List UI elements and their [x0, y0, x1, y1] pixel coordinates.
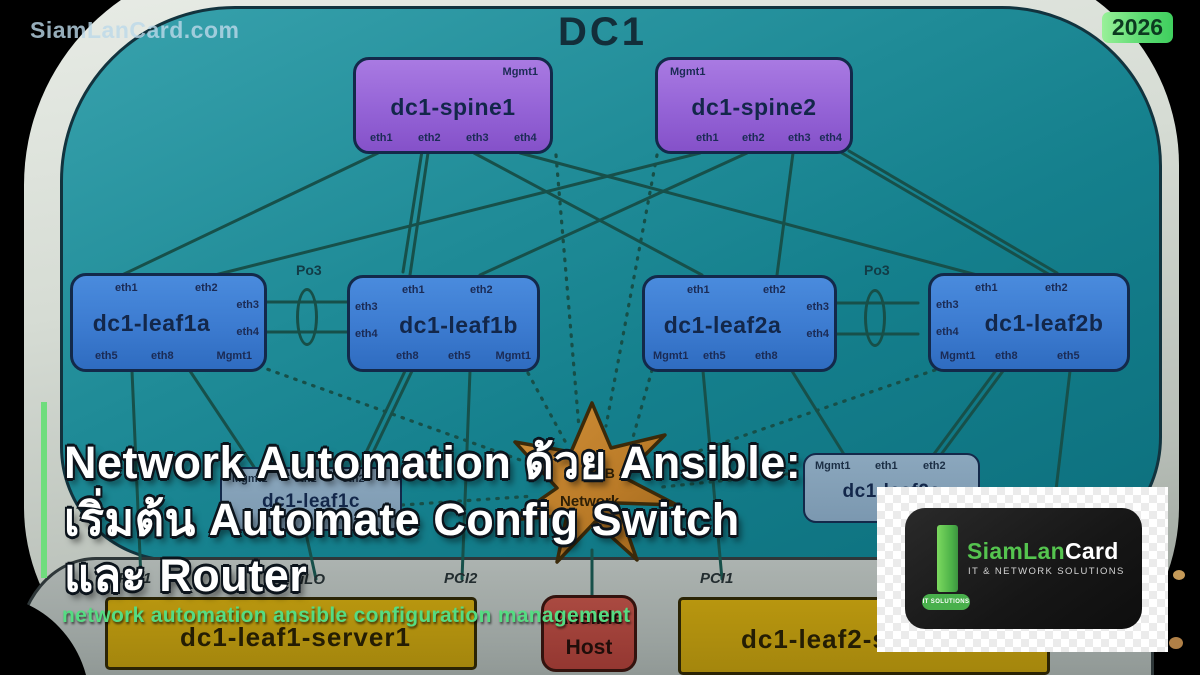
port-channel-label: Po3 — [864, 262, 890, 278]
node-ansible-host: Ansible Host — [541, 595, 637, 672]
logo-brand-white: Card — [1064, 538, 1119, 564]
port-label: eth2 — [195, 282, 218, 294]
node-dc1-leaf1a: eth1 eth2 eth3 eth4 dc1-leaf1a eth5 eth8… — [70, 273, 267, 372]
port-label: eth4 — [355, 328, 378, 340]
port-label: eth5 — [1057, 350, 1080, 362]
node-name: dc1-leaf2a — [663, 312, 782, 338]
zone-port-label: PCI1 — [700, 570, 734, 587]
port-label: eth2 — [923, 460, 946, 472]
logo-tagline: IT & NETWORK SOLUTIONS — [968, 566, 1125, 577]
port-label: eth1 — [402, 284, 425, 296]
port-channel-oval — [864, 289, 886, 347]
port-label: eth3 — [466, 132, 489, 144]
node-dc1-spine2: Mgmt1 dc1-spine2 eth1 eth2 eth3 eth4 — [655, 57, 853, 154]
port-label: Mgmt1 — [232, 473, 268, 485]
port-label: Mgmt1 — [216, 350, 252, 362]
watermark: SiamLanCard.com — [30, 17, 240, 43]
port-label: eth2 — [418, 132, 441, 144]
title-line2: เริ่มต้น Automate Config Switch — [64, 494, 740, 545]
port-label: eth1 — [294, 473, 317, 485]
node-name: dc1-leaf1c — [262, 491, 360, 512]
node-dc1-leaf1b: eth1 eth2 eth3 eth4 dc1-leaf1b eth8 eth5… — [347, 275, 540, 372]
node-name: dc1-leaf1-server1 — [180, 622, 411, 652]
logo-brand-green: SiamLan — [967, 538, 1065, 564]
port-label: eth4 — [236, 326, 259, 338]
port-label: Mgmt1 — [815, 460, 851, 472]
port-label: eth4 — [819, 132, 842, 144]
node-name: dc1-spine1 — [390, 94, 516, 120]
logo-brand: SiamLanCard — [967, 538, 1119, 565]
oob-network-cloud: OOB Network — [509, 401, 679, 564]
port-channel-label: Po3 — [296, 262, 322, 278]
logo-green-bar — [937, 525, 958, 592]
logo-pill: IT SOLUTIONS — [922, 594, 970, 610]
title-line3: และ Router — [64, 550, 308, 601]
node-dc1-leaf2b: eth1 eth2 eth3 eth4 dc1-leaf2b Mgmt1 eth… — [928, 273, 1130, 372]
port-label: eth3 — [806, 301, 829, 313]
cloud-label-top: OOB — [583, 465, 615, 481]
node-name: dc1-leaf1a — [92, 310, 211, 336]
port-label: eth5 — [703, 350, 726, 362]
node-name: dc1-spine2 — [691, 94, 817, 120]
year-badge: 2026 — [1102, 12, 1173, 43]
port-label: eth3 — [355, 301, 378, 313]
port-label: eth3 — [236, 299, 259, 311]
port-label: eth5 — [95, 350, 118, 362]
port-label: eth4 — [514, 132, 537, 144]
speck — [1169, 637, 1183, 649]
port-label: Mgmt1 — [502, 66, 538, 78]
port-label: eth3 — [788, 132, 811, 144]
logo-card: SiamLanCard IT & NETWORK SOLUTIONS IT SO… — [905, 508, 1142, 629]
port-channel-oval — [296, 288, 318, 346]
port-label: eth8 — [755, 350, 778, 362]
port-label: Mgmt1 — [653, 350, 689, 362]
port-label: eth2 — [342, 473, 365, 485]
port-label: eth2 — [470, 284, 493, 296]
node-dc1-leaf2a: eth1 eth2 eth3 eth4 dc1-leaf2a Mgmt1 eth… — [642, 275, 837, 372]
port-label: eth2 — [763, 284, 786, 296]
dc1-label: DC1 — [558, 10, 648, 54]
port-label: eth2 — [1045, 282, 1068, 294]
port-label: eth1 — [875, 460, 898, 472]
port-label: eth1 — [115, 282, 138, 294]
port-label: Mgmt1 — [670, 66, 706, 78]
port-label: eth8 — [151, 350, 174, 362]
port-label: eth4 — [936, 326, 959, 338]
node-dc1-leaf1c: Mgmt1 eth1 eth2 dc1-leaf1c — [220, 467, 402, 531]
port-label: eth1 — [975, 282, 998, 294]
port-label: eth8 — [396, 350, 419, 362]
subtitle-keywords: network automation ansible configuration… — [62, 604, 631, 627]
zone-port-label: PCI1 — [118, 570, 152, 587]
node-name: dc1-leaf1b — [399, 312, 518, 338]
port-label: eth3 — [936, 299, 959, 311]
speck — [1173, 570, 1185, 580]
port-label: eth1 — [687, 284, 710, 296]
node-name-line1: Ansible — [554, 608, 624, 629]
node-name-line2: Host — [565, 636, 613, 659]
node-dc1-leaf1-server1: dc1-leaf1-server1 — [105, 597, 477, 670]
zone-port-label: PCI2 — [444, 570, 478, 587]
port-label: Mgmt1 — [495, 350, 531, 362]
port-label: eth1 — [370, 132, 393, 144]
node-dc1-spine1: Mgmt1 dc1-spine1 eth1 eth2 eth3 eth4 — [353, 57, 553, 154]
port-label: eth8 — [995, 350, 1018, 362]
node-name: dc1-leaf2b — [984, 310, 1104, 336]
port-label: eth1 — [696, 132, 719, 144]
port-label: Mgmt1 — [940, 350, 976, 362]
port-label: eth5 — [448, 350, 471, 362]
zone-port-label: iLO — [300, 571, 325, 588]
port-label: eth2 — [742, 132, 765, 144]
port-label: eth4 — [806, 328, 829, 340]
cloud-label-bottom: Network — [560, 493, 620, 510]
title-line1: Network Automation ด้วย Ansible: — [64, 437, 802, 488]
title-accent-bar — [41, 402, 47, 578]
siamlancard-logo-panel: SiamLanCard IT & NETWORK SOLUTIONS IT SO… — [877, 487, 1168, 652]
